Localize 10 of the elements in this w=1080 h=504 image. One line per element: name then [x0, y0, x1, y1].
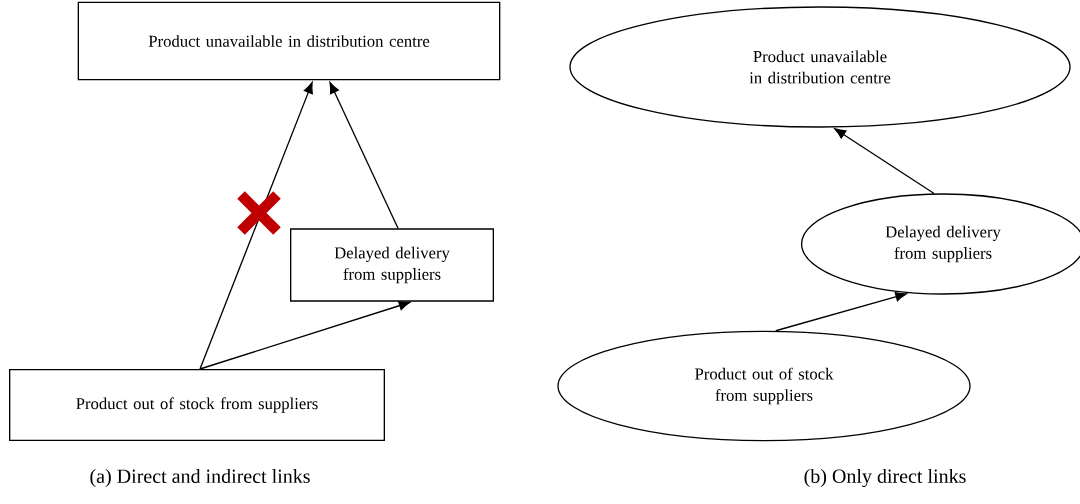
arrow	[834, 128, 935, 195]
panel-caption: (a) Direct and indirect links	[90, 468, 310, 488]
arrow	[329, 82, 399, 229]
arrow	[199, 82, 313, 370]
cause-box: Product out of stock from suppliers	[9, 369, 385, 441]
cause-box: Product unavailable in distribution centre	[77, 1, 501, 81]
panel-caption: (b) Only direct links	[804, 468, 966, 488]
arrow	[775, 291, 907, 332]
cause-box: Delayed delivery from suppliers	[290, 228, 494, 302]
arrow	[199, 300, 411, 370]
